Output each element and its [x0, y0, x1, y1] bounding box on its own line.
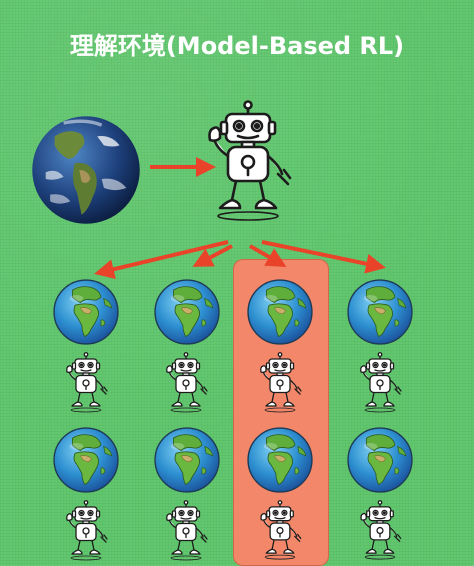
arrow-to-model-3 [249, 244, 287, 267]
model-earth-icon [346, 278, 414, 346]
model-robot-icon [354, 500, 404, 564]
model-earth-icon [52, 426, 120, 494]
model-robot-icon [60, 500, 110, 565]
model-earth-icon [346, 426, 414, 494]
real-world-earth-icon [30, 114, 142, 226]
model-robot-icon [254, 500, 304, 564]
model-earth-icon [246, 278, 314, 346]
model-earth-icon [246, 426, 314, 494]
model-earth-icon [52, 278, 120, 346]
arrow-to-model-1 [94, 240, 229, 280]
model-robot-icon [354, 352, 404, 417]
page-title: 理解环境(Model-Based RL) [69, 32, 405, 60]
model-robot-icon [254, 352, 304, 417]
model-robot-icon [60, 352, 110, 417]
model-robot-icon [160, 500, 210, 565]
model-earth-icon [153, 278, 221, 346]
arrow-to-model-2 [192, 244, 233, 267]
arrow-to-model-4 [261, 240, 386, 274]
model-robot-icon [160, 352, 210, 417]
model-earth-icon [153, 426, 221, 494]
